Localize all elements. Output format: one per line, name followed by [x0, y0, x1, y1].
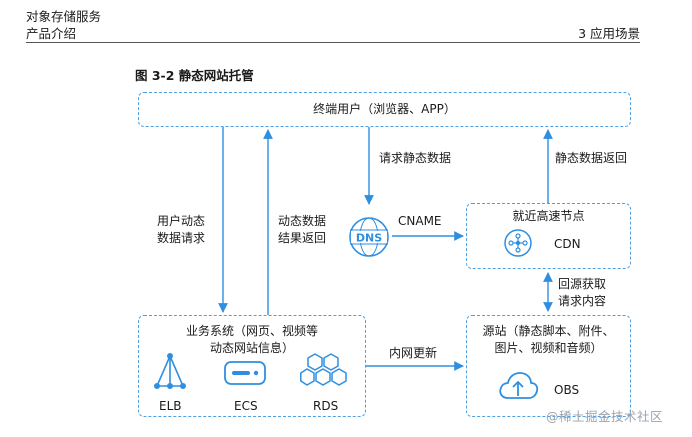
user-dynamic-label-line1: 用户动态 [157, 214, 206, 228]
doc-title: 对象存储服务 [26, 9, 102, 24]
end-user-box [138, 92, 631, 127]
watermark: @稀土掘金技术社区 [546, 409, 664, 424]
origin-box [466, 315, 631, 417]
request-static-label: 请求静态数据 [379, 151, 452, 165]
cname-label: CNAME [398, 214, 442, 228]
obs-cloud-upload-icon [499, 372, 539, 399]
header-rule [26, 42, 640, 43]
rds-label: RDS [313, 399, 339, 413]
elb-icon [154, 353, 186, 389]
static-return-label: 静态数据返回 [555, 151, 628, 165]
obs-label: OBS [554, 383, 580, 397]
section-label: 3 应用场景 [578, 26, 640, 41]
origin-label-line1: 源站（静态脚本、附件、 [482, 324, 615, 338]
business-label-line1: 业务系统（网页、视频等 [185, 324, 318, 338]
origin-label-line2: 图片、视频和音频） [494, 341, 603, 355]
doc-subtitle: 产品介绍 [26, 26, 77, 41]
user-dynamic-label-line2: 数据请求 [157, 231, 206, 245]
business-label-line2: 动态网站信息） [209, 341, 294, 355]
intranet-update-label: 内网更新 [389, 346, 438, 360]
figure-title: 图 3-2 静态网站托管 [135, 68, 254, 83]
rds-database-icon [300, 353, 347, 386]
dns-icon: DNS [349, 217, 389, 257]
dynamic-result-label-line1: 动态数据 [278, 214, 327, 228]
dns-icon-text: DNS [356, 232, 382, 245]
ecs-label: ECS [234, 399, 258, 413]
end-user-label: 终端用户（浏览器、APP） [313, 102, 456, 116]
cdn-box [466, 203, 631, 269]
cdn-label: CDN [554, 237, 581, 251]
business-system-box [138, 315, 366, 417]
back-to-origin-label-line1: 回源获取 [558, 277, 607, 291]
cdn-network-icon [504, 229, 532, 257]
back-to-origin-label-line2: 请求内容 [558, 294, 607, 308]
edge-node-label: 就近高速节点 [512, 209, 585, 223]
elb-label: ELB [159, 399, 182, 413]
dynamic-result-label-line2: 结果返回 [278, 231, 327, 245]
ecs-server-icon [224, 361, 266, 385]
